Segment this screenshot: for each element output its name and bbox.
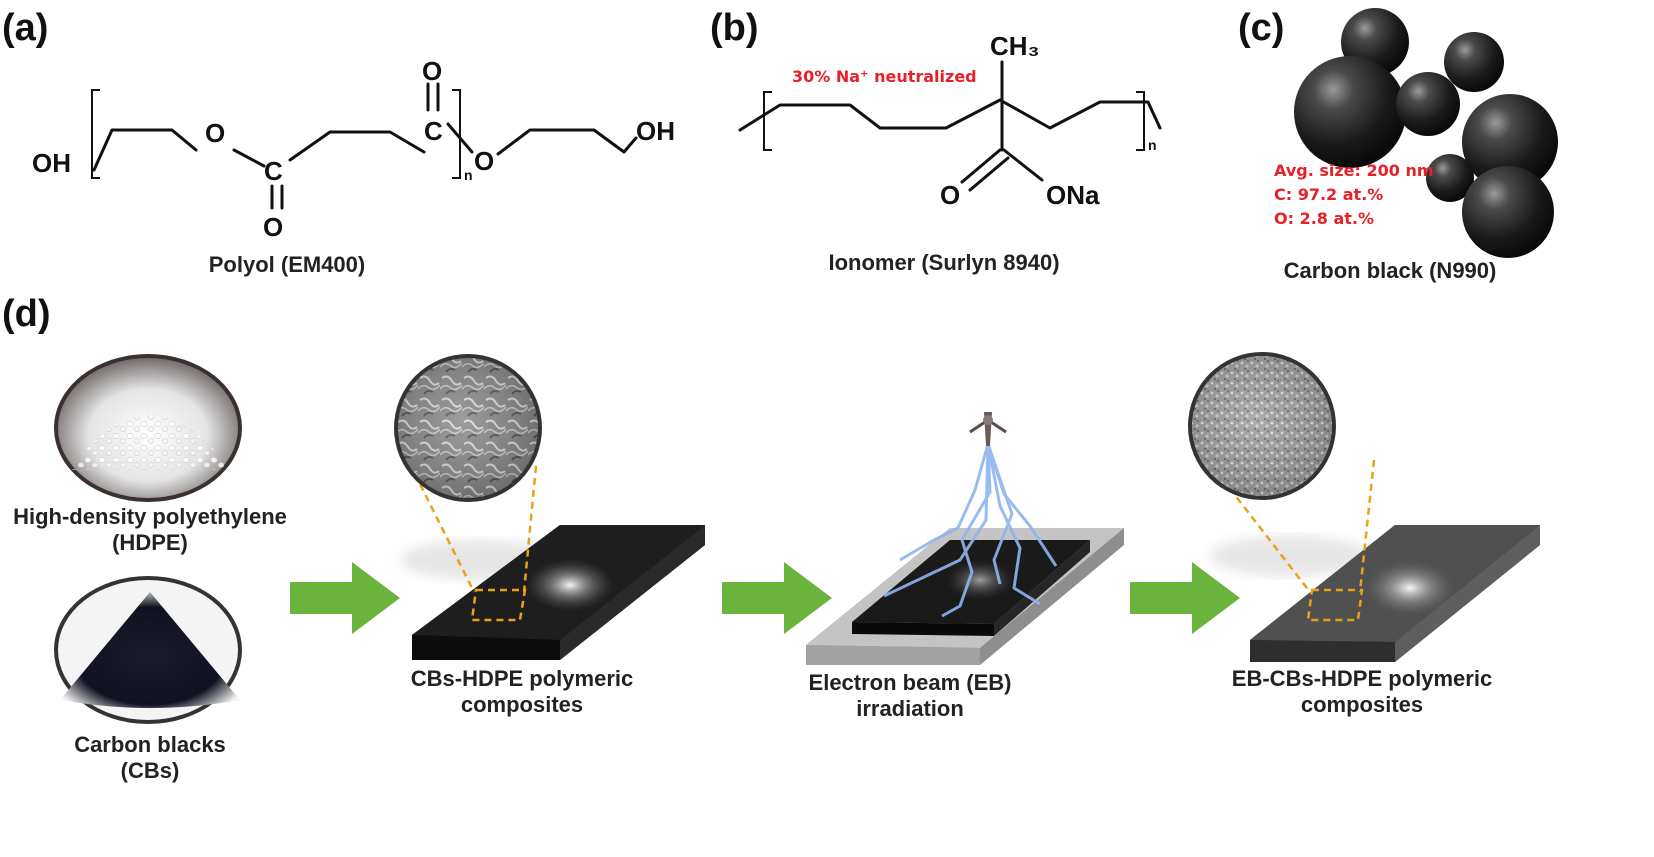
double-bond-1 bbox=[270, 184, 284, 210]
electron-beam-paths bbox=[883, 443, 1058, 618]
cbs-hdpe-composite bbox=[400, 451, 705, 660]
cb-sphere bbox=[1294, 56, 1406, 168]
cb-stat-oxygen: O: 2.8 at.% bbox=[1274, 209, 1374, 228]
process-arrow-2 bbox=[722, 562, 832, 634]
panel-b-caption: Ionomer (Surlyn 8940) bbox=[828, 250, 1059, 275]
panel-b-letter: (b) bbox=[710, 7, 759, 49]
bond-ona bbox=[1002, 148, 1044, 182]
bond-chain-a2 bbox=[288, 130, 426, 162]
repeat-bracket-close bbox=[452, 89, 461, 179]
sodium-carboxylate-label: ONa bbox=[1046, 180, 1100, 210]
carbonyl-oxygen-2: O bbox=[422, 56, 442, 86]
cb-caption-line1: Carbon blacks bbox=[74, 732, 226, 757]
methyl-group-label: CH₃ bbox=[990, 31, 1040, 61]
cb-stat-size: Avg. size: 200 nm bbox=[1274, 161, 1434, 180]
cb-sphere bbox=[1444, 32, 1504, 92]
panel-a-letter: (a) bbox=[2, 7, 48, 49]
carbon-black-spheres bbox=[1294, 8, 1558, 258]
carbonyl-oxygen-1: O bbox=[263, 212, 283, 242]
panel-d-letter: (d) bbox=[2, 293, 51, 335]
step1-caption-line1: CBs-HDPE polymeric bbox=[411, 666, 634, 691]
carbonyl-carbon-1: C bbox=[264, 156, 283, 186]
cb-caption-line2: (CBs) bbox=[121, 758, 180, 783]
bond-chain-a3 bbox=[496, 128, 638, 156]
process-arrow-1 bbox=[290, 562, 400, 634]
ionomer-backbone bbox=[738, 98, 1162, 132]
ionomer-bracket-open bbox=[763, 91, 772, 151]
carboxyl-oxygen: O bbox=[940, 180, 960, 210]
carbonyl-carbon-2: C bbox=[424, 116, 443, 146]
hdpe-pellets-photo bbox=[54, 354, 242, 502]
cb-stat-carbon: C: 97.2 at.% bbox=[1274, 185, 1383, 204]
panel-c-letter: (c) bbox=[1238, 7, 1284, 49]
neutralized-note: 30% Na⁺ neutralized bbox=[792, 67, 977, 86]
ionomer-bracket-close bbox=[1136, 91, 1145, 151]
step2-caption-line1: Electron beam (EB) bbox=[809, 670, 1012, 695]
panel-b: (b) 30% Na⁺ neutralized CH₃ O ONa n Iono… bbox=[710, 7, 1162, 275]
panel-d: (d) High-density polyethylene (HDPE) Car… bbox=[2, 293, 1540, 783]
sem-zoom-circle-2 bbox=[1188, 352, 1336, 500]
repeat-subscript-n: n bbox=[464, 167, 473, 183]
repeat-bracket-open bbox=[91, 89, 100, 179]
step1-caption-line2: composites bbox=[461, 692, 583, 717]
oh-right-label: OH bbox=[636, 116, 675, 146]
bond-chain-a1 bbox=[92, 128, 198, 172]
panel-c: (c) Avg. size: 200 nm C: 97.2 at.% O: 2.… bbox=[1238, 7, 1558, 283]
ether-oxygen-2: O bbox=[474, 146, 494, 176]
panel-c-caption: Carbon black (N990) bbox=[1284, 258, 1497, 283]
double-bond-carboxyl bbox=[960, 148, 1010, 192]
eb-cbs-hdpe-composite bbox=[1199, 449, 1540, 662]
hdpe-caption-line2: (HDPE) bbox=[112, 530, 188, 555]
zoom-box bbox=[470, 588, 527, 622]
hdpe-caption-line1: High-density polyethylene bbox=[13, 504, 287, 529]
double-bond-2 bbox=[426, 82, 440, 112]
process-arrow-3 bbox=[1130, 562, 1240, 634]
cb-sphere bbox=[1462, 94, 1558, 190]
bond-c2-o2 bbox=[446, 122, 474, 154]
panel-a-caption: Polyol (EM400) bbox=[209, 252, 365, 277]
ether-oxygen-1: O bbox=[205, 118, 225, 148]
panel-a: (a) OH O C O C O n O OH Polyol (EM400) bbox=[2, 7, 675, 277]
oh-left-label: OH bbox=[32, 148, 71, 178]
carbon-black-powder-photo bbox=[54, 576, 242, 724]
cb-sphere bbox=[1396, 72, 1460, 136]
ionomer-subscript-n: n bbox=[1148, 137, 1157, 153]
electron-gun-icon bbox=[969, 412, 1007, 446]
bond-o-c1 bbox=[232, 148, 266, 168]
eb-irradiation-setup bbox=[806, 412, 1124, 665]
sem-zoom-circle-1 bbox=[394, 354, 542, 502]
step2-caption-line2: irradiation bbox=[856, 696, 964, 721]
step3-caption-line2: composites bbox=[1301, 692, 1423, 717]
cb-sphere bbox=[1462, 166, 1554, 258]
cb-sphere bbox=[1426, 154, 1474, 202]
step3-caption-line1: EB-CBs-HDPE polymeric bbox=[1232, 666, 1492, 691]
